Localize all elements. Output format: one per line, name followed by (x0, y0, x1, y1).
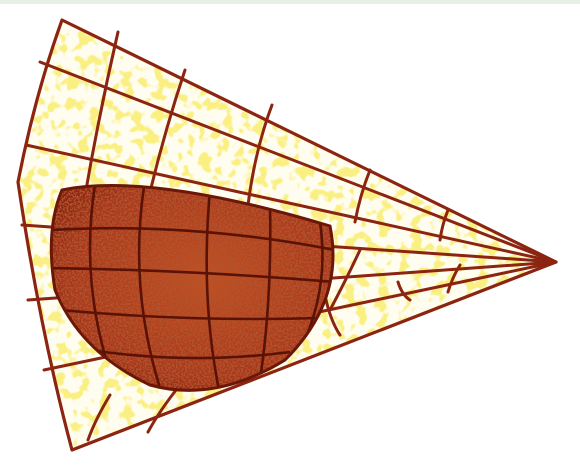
illustration-frame (0, 0, 580, 467)
cone-sphere-illustration (0, 0, 580, 467)
